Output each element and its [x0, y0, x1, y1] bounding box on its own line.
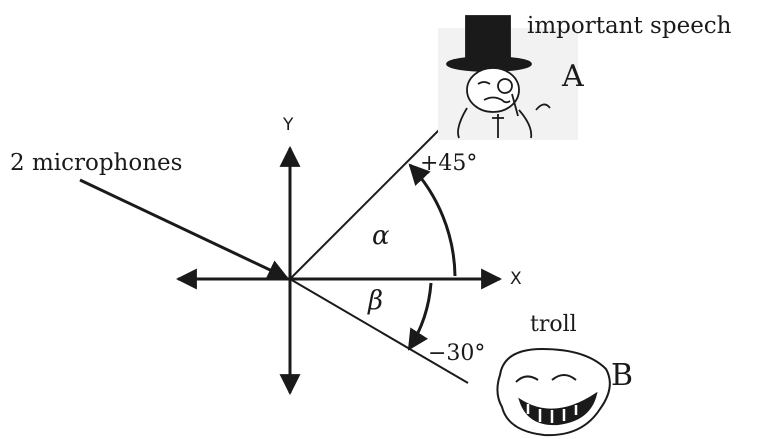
speaker-b-label: B: [611, 358, 633, 393]
plus-45-label: +45°: [420, 151, 477, 176]
alpha-label: α: [372, 221, 390, 251]
direction-line-a: [289, 122, 447, 280]
important-speech-label: important speech: [527, 13, 732, 39]
troll-label: troll: [530, 312, 577, 337]
alpha-arc: [408, 163, 457, 277]
x-axis-label: X: [510, 269, 522, 289]
y-axis-label: Y: [282, 115, 294, 135]
beta-arc: [407, 282, 433, 351]
direction-line-b: [289, 278, 469, 384]
beta-label: β: [367, 286, 383, 316]
monocle-gentleman-face-icon: [438, 15, 578, 140]
speaker-a-label: A: [561, 59, 584, 94]
microphones-label: 2 microphones: [10, 150, 182, 176]
microphone-arrow: [79, 178, 289, 280]
minus-30-label: −30°: [428, 341, 485, 366]
troll-face-icon: [496, 347, 611, 437]
